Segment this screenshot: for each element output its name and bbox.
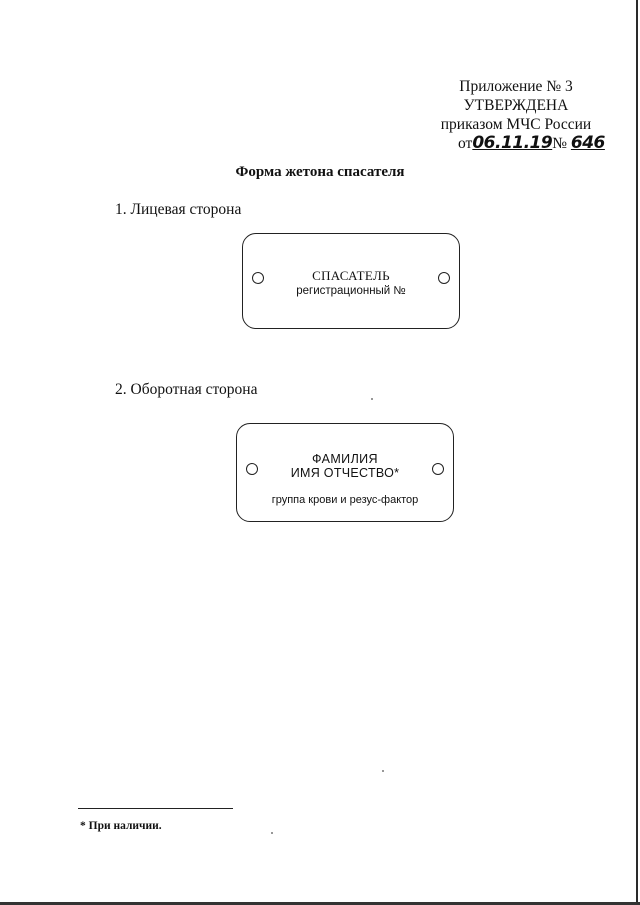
date-prefix: от [458, 135, 473, 152]
handwritten-date: 06.11.19 [472, 133, 553, 153]
footnote: * При наличии. [80, 820, 162, 832]
hole-icon [246, 463, 258, 475]
order-date-number: от06.11.19№ 646 [400, 134, 632, 153]
hole-icon [438, 272, 450, 284]
document-title: Форма жетона спасателя [235, 164, 405, 180]
number-prefix: № [552, 135, 568, 152]
scan-edge [0, 902, 640, 905]
token-rescuer-text: СПАСАТЕЛЬ [312, 268, 390, 283]
hole-icon [432, 463, 444, 475]
back-side-label: 2. Оборотная сторона [115, 381, 258, 398]
scan-edge [636, 0, 638, 905]
token-front: СПАСАТЕЛЬ регистрационный № [242, 233, 460, 329]
hole-icon [252, 272, 264, 284]
handwritten-number: 646 [570, 133, 606, 153]
token-name-text: ИМЯ ОТЧЕСТВО* [290, 466, 400, 480]
approval-block: Приложение № 3 УТВЕРЖДЕНА приказом МЧС Р… [400, 77, 632, 153]
scan-speck [382, 770, 384, 772]
order-issuer: приказом МЧС России [440, 116, 592, 133]
footnote-divider [78, 808, 233, 809]
front-side-label: 1. Лицевая сторона [115, 201, 242, 218]
token-surname-text: ФАМИЛИЯ [312, 452, 378, 466]
token-blood-type-text: группа крови и резус-фактор [271, 494, 419, 506]
approved-label: УТВЕРЖДЕНА [463, 97, 569, 114]
token-back: ФАМИЛИЯ ИМЯ ОТЧЕСТВО* группа крови и рез… [236, 423, 454, 522]
token-registration-text: регистрационный № [296, 285, 406, 297]
appendix-number: Приложение № 3 [459, 78, 573, 95]
scan-speck [371, 398, 373, 400]
scan-speck [271, 832, 273, 834]
